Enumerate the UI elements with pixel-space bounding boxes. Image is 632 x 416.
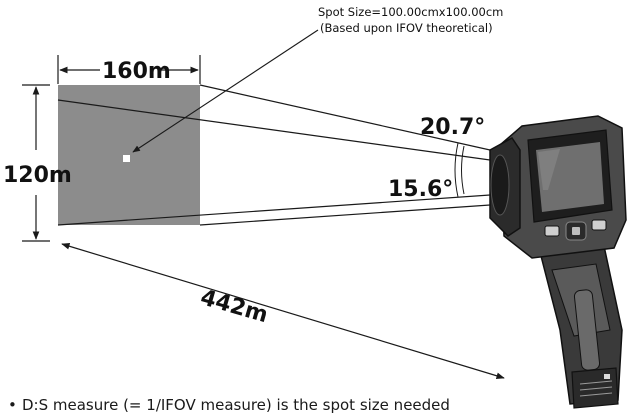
hfov-angle-label: 20.7° xyxy=(420,115,485,140)
footnote-bullet: • xyxy=(8,396,17,414)
fov-angle-arcs xyxy=(454,142,465,198)
thermal-camera-illustration xyxy=(489,115,627,409)
width-label: 160m xyxy=(102,59,171,84)
ifov-basis-label: (Based upon IFOV theoretical) xyxy=(320,21,493,35)
camera-button-left xyxy=(544,225,560,237)
height-label: 120m xyxy=(3,163,72,188)
spot-leader-line xyxy=(132,29,319,153)
footnote-text: D:S measure (= 1/IFOV measure) is the sp… xyxy=(22,396,450,414)
vfov-angle-label: 15.6° xyxy=(388,177,453,202)
distance-dimension xyxy=(61,242,505,380)
fov-projection-lines xyxy=(57,84,491,226)
camera-button-right xyxy=(591,219,607,231)
spot-size-label: Spot Size=100.00cmx100.00cm xyxy=(318,5,503,19)
distance-label: 442m xyxy=(198,285,271,328)
height-dimension xyxy=(22,84,50,242)
width-dimension xyxy=(57,55,201,84)
measurement-spot xyxy=(123,155,130,162)
